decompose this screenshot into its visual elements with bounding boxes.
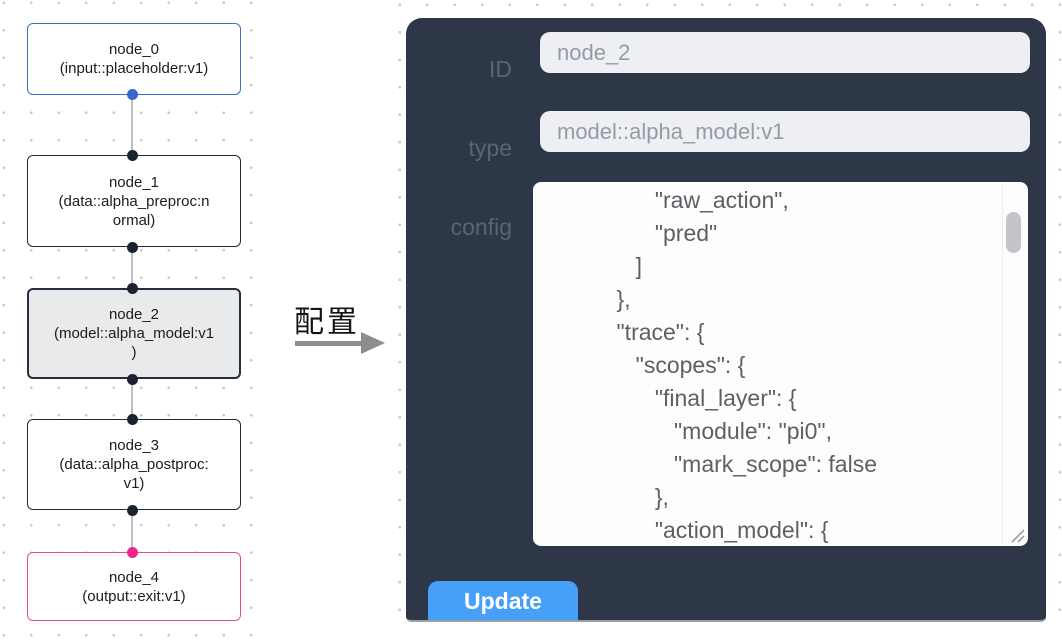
update-button[interactable]: Update — [428, 581, 578, 620]
type-label: type — [468, 135, 512, 161]
flow-node-4[interactable]: node_4 (output::exit:v1) — [27, 552, 241, 621]
node-subtitle: (model::alpha_model:v1 ) — [53, 325, 215, 361]
config-textarea[interactable]: "raw_action", "pred" ] }, "trace": { "sc… — [533, 182, 1028, 546]
resize-handle-icon[interactable] — [1010, 528, 1026, 544]
port-node1-top[interactable] — [127, 150, 138, 161]
edge-node0-node1 — [131, 95, 133, 155]
node-title: node_2 — [108, 306, 160, 323]
port-node3-top[interactable] — [127, 414, 138, 425]
port-node3-bottom[interactable] — [127, 505, 138, 516]
node-title: node_0 — [108, 41, 160, 58]
scrollbar-thumb[interactable] — [1006, 212, 1021, 253]
config-json-text: "raw_action", "pred" ] }, "trace": { "sc… — [616, 187, 878, 543]
edge-node3-node4 — [131, 510, 133, 552]
port-node1-bottom[interactable] — [127, 242, 138, 253]
flow-node-0[interactable]: node_0 (input::placeholder:v1) — [27, 23, 241, 95]
node-title: node_3 — [108, 437, 160, 454]
flow-node-1[interactable]: node_1 (data::alpha_preproc:n ormal) — [27, 155, 241, 247]
scrollbar-track — [1002, 184, 1003, 544]
edge-node2-node3 — [131, 379, 133, 419]
node-subtitle: (input::placeholder:v1) — [59, 60, 209, 77]
port-node4-top[interactable] — [127, 547, 138, 558]
arrow-icon — [295, 341, 363, 346]
flow-node-2-selected[interactable]: node_2 (model::alpha_model:v1 ) — [27, 288, 241, 379]
config-label: config — [450, 214, 512, 240]
config-annotation-label: 配置 — [294, 306, 360, 339]
node-title: node_4 — [108, 568, 160, 586]
edge-node1-node2 — [131, 247, 133, 288]
flow-node-3[interactable]: node_3 (data::alpha_postproc: v1) — [27, 419, 241, 510]
port-node2-top[interactable] — [127, 283, 138, 294]
node-title: node_1 — [108, 173, 160, 191]
id-input[interactable] — [540, 32, 1030, 73]
type-input[interactable] — [540, 111, 1030, 152]
node-subtitle: (data::alpha_postproc: v1) — [59, 456, 209, 492]
port-node2-bottom[interactable] — [127, 374, 138, 385]
id-label: ID — [489, 56, 512, 82]
node-config-panel: ID type config "raw_action", "pred" ] },… — [406, 18, 1046, 622]
node-subtitle: (data::alpha_preproc:n ormal) — [58, 192, 210, 229]
port-node0-bottom[interactable] — [127, 89, 138, 100]
node-subtitle: (output::exit:v1) — [82, 587, 186, 605]
arrow-head-icon — [361, 332, 385, 354]
